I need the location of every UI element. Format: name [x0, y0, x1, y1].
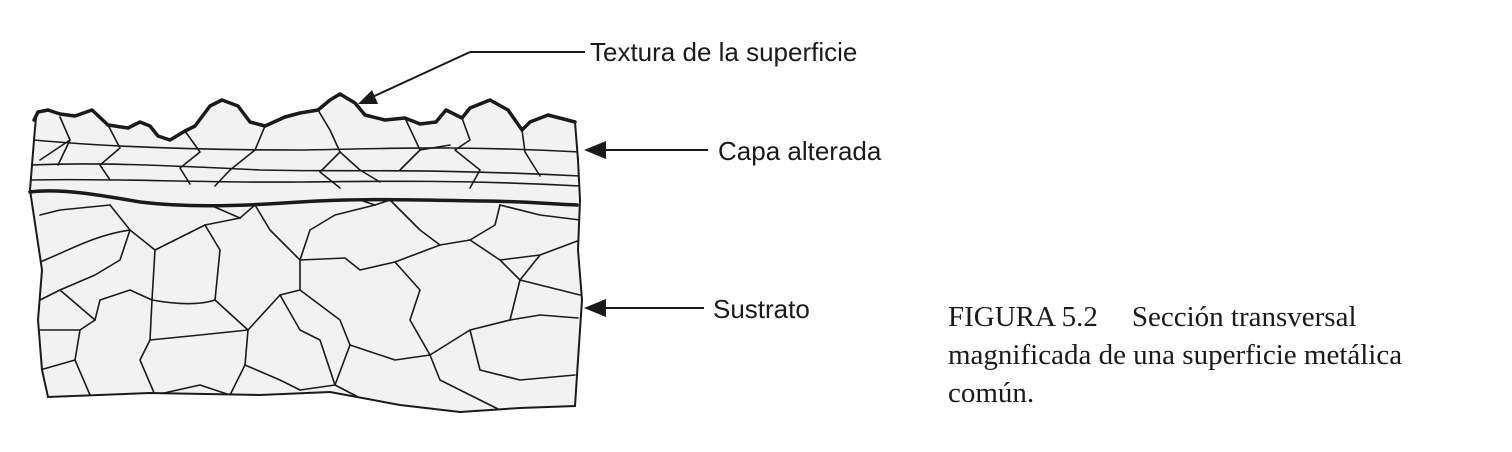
altered-layer-boundary: [28, 189, 579, 208]
substrate-arrowhead: [584, 299, 606, 317]
substrate-label: Sustrato: [713, 294, 810, 324]
altered-layer-grains: [31, 109, 581, 189]
substrate-pointer: [584, 299, 704, 317]
surface-texture-label: Textura de la superficie: [590, 37, 857, 67]
substrate-grains: [39, 199, 581, 411]
altered-layer-label: Capa alterada: [718, 136, 882, 166]
altered-layer-arrowhead: [584, 141, 606, 159]
caption-title-start: Sección transversal: [1131, 301, 1357, 333]
surface-texture-arrowhead: [358, 90, 378, 104]
caption-line-3: común.: [948, 377, 1035, 409]
altered-layer-pointer: [584, 141, 708, 159]
substrate-body: [28, 92, 584, 414]
figure-caption: FIGURA 5.2 Sección transversal magnificad…: [948, 298, 1508, 412]
surface-texture-outline: [32, 92, 577, 142]
caption-line-2: magnificada de una superficie metálica: [948, 339, 1403, 371]
caption-line-1: FIGURA 5.2 Sección transversal: [948, 298, 1508, 336]
surface-texture-pointer: [358, 51, 585, 104]
figure-number: FIGURA 5.2: [948, 301, 1098, 333]
